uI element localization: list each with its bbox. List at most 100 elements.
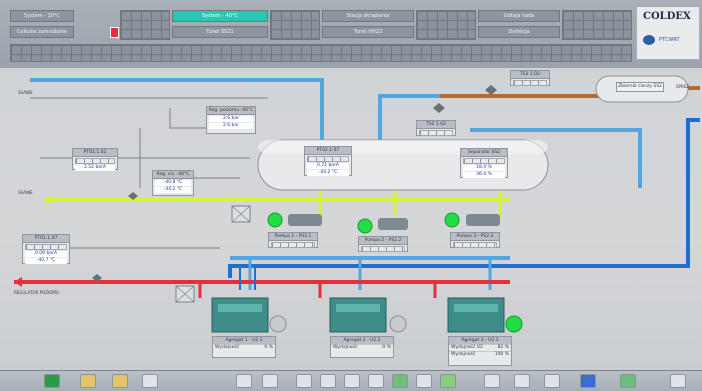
label-ssanie-top: SSANIE bbox=[18, 90, 33, 95]
red-pipe-arrow bbox=[14, 277, 22, 287]
brand-logo: COLDEX PTCWRT bbox=[636, 6, 700, 60]
aggregate-panel-2[interactable]: Agregat 2 - U2.2 Wydajność 0 % bbox=[330, 336, 394, 358]
header-grid-1 bbox=[120, 10, 170, 40]
panel-title: Zbiornik cieczy SS2 bbox=[618, 84, 662, 89]
trend-icon[interactable] bbox=[514, 374, 530, 388]
pump-label: Pompa 3 - PS2.3 bbox=[451, 233, 499, 241]
pump-panel-3[interactable]: Pompa 3 - PS2.3 bbox=[450, 232, 500, 248]
camera-icon[interactable] bbox=[544, 374, 560, 388]
aggregate-panel-1[interactable]: Agregat 1 - U2.1 Wydajność 0 % bbox=[212, 336, 276, 358]
panel-ts2b[interactable]: TS2 1.02 bbox=[510, 70, 550, 86]
valve-icons bbox=[92, 85, 497, 282]
aggregate-label: Agregat 2 - U2.2 bbox=[331, 337, 393, 344]
alarm-bell-icon[interactable] bbox=[620, 374, 636, 388]
folder-icon[interactable] bbox=[80, 374, 96, 388]
panel-grid bbox=[463, 158, 505, 164]
panel-grid bbox=[513, 80, 547, 86]
row-value: 0 % bbox=[382, 345, 391, 350]
nav-station[interactable]: Stacja skraplania bbox=[322, 10, 414, 22]
panel-pt02b[interactable]: PT02.1.07 0.71 barA -44.2 °C bbox=[304, 146, 352, 176]
panel-value-1: 18.4 % bbox=[463, 165, 505, 171]
row-value: 0 % bbox=[264, 345, 273, 350]
play-icon[interactable] bbox=[44, 374, 60, 388]
pump-label: Pompa 2 - PS2.2 bbox=[359, 237, 407, 245]
row-label: Wydajność bbox=[451, 352, 476, 357]
settings-icon[interactable] bbox=[262, 374, 278, 388]
nav-cold-store[interactable]: Cellules zamražalne bbox=[10, 26, 74, 38]
panel-title: TS2 1.02 bbox=[417, 121, 455, 129]
document-icon[interactable] bbox=[142, 374, 158, 388]
blue-pipe-top bbox=[30, 78, 324, 148]
yellow-pipe-pump-feed bbox=[318, 200, 397, 216]
panel-value-1: 0.71 barA bbox=[307, 163, 349, 169]
panel-grid bbox=[307, 156, 349, 162]
label-sprez: SPREZ bbox=[676, 84, 689, 89]
arrow-left-icon[interactable] bbox=[344, 374, 360, 388]
nav-tunnel-2[interactable]: Tunel HH22 bbox=[322, 26, 414, 38]
print-icon[interactable] bbox=[416, 374, 432, 388]
row-value: 82 % bbox=[497, 345, 509, 350]
panel-value-2: -44.2 °C bbox=[155, 187, 191, 193]
panel-grid bbox=[419, 130, 453, 136]
aggregate-label: Agregat 1 - U2.1 bbox=[213, 337, 275, 344]
pump-label: Pompa 1 - PS2.1 bbox=[269, 233, 317, 241]
header-grid-3 bbox=[416, 10, 476, 40]
refresh-icon[interactable] bbox=[392, 374, 408, 388]
panel-pt02[interactable]: PT02.1.02 2.52 barA bbox=[72, 148, 118, 171]
yellow-pipe-arrow bbox=[44, 195, 52, 205]
panel-grid bbox=[25, 244, 67, 250]
panel-reg-poziomu[interactable]: Reg. poziomu -40°C 2.6 bar 2.6 bar bbox=[206, 106, 256, 134]
panel-ts2[interactable]: TS2 1.02 bbox=[416, 120, 456, 136]
panel-grid bbox=[271, 242, 315, 248]
aggregate-row: Wydajność 0 % bbox=[331, 344, 393, 351]
panel-value-1: 2.52 barA bbox=[75, 165, 115, 171]
info-icon[interactable] bbox=[580, 374, 596, 388]
brand-emblem-icon bbox=[643, 35, 655, 45]
panel-title: Separator SS2 bbox=[461, 149, 507, 157]
panel-separator[interactable]: Separator SS2 18.4 % 36.4 % bbox=[460, 148, 508, 178]
exit-icon[interactable] bbox=[670, 374, 686, 388]
pump-panel-2[interactable]: Pompa 2 - PS2.2 bbox=[358, 236, 408, 252]
nav-tunnel[interactable]: Tunel SS21 bbox=[172, 26, 268, 38]
nav-defrost[interactable]: Odtaja nada bbox=[478, 10, 560, 22]
process-diagram: SSANIE SSANIE SPREZ REGULATOR POZIOMU Re… bbox=[0, 68, 702, 370]
row-value: 100 % bbox=[494, 352, 509, 357]
row-label: Wydajność bbox=[333, 345, 358, 350]
aggregate-label: Agregat 3 - U2.3 bbox=[449, 337, 511, 344]
dark-blue-drops bbox=[239, 268, 256, 290]
arrow-right-icon[interactable] bbox=[368, 374, 384, 388]
home-icon[interactable] bbox=[236, 374, 252, 388]
pump-group bbox=[267, 212, 500, 234]
back-icon[interactable] bbox=[440, 374, 456, 388]
folder-open-icon[interactable] bbox=[112, 374, 128, 388]
panel-value-2: 36.4 % bbox=[463, 172, 505, 178]
arrow-down-icon[interactable] bbox=[320, 374, 336, 388]
pump-panel-1[interactable]: Pompa 1 - PS2.1 bbox=[268, 232, 318, 248]
panel-title: TS2 1.02 bbox=[511, 71, 549, 79]
panel-value-1: 0.09 barA bbox=[25, 251, 67, 257]
panel-reg-cis[interactable]: Reg. cis. -40°C -40.8 °C -44.2 °C bbox=[152, 170, 194, 196]
nav-system-2[interactable]: System - 40°C bbox=[172, 10, 268, 22]
compressor-group bbox=[211, 297, 523, 333]
panel-title: Reg. poziomu -40°C bbox=[207, 107, 255, 115]
label-regulator: REGULATOR POZIOMU bbox=[14, 290, 59, 295]
panel-value-1: 2.6 bar bbox=[209, 116, 253, 122]
aggregate-row: Wydajność 100 % bbox=[449, 351, 511, 358]
bottom-toolbar bbox=[0, 370, 702, 391]
panel-title: PT02.1.02 bbox=[73, 149, 117, 157]
panel-pt01[interactable]: PT01.1.07 0.09 barA -40.7 °C bbox=[22, 234, 70, 264]
alarm-indicator[interactable] bbox=[110, 27, 119, 38]
chart-icon[interactable] bbox=[484, 374, 500, 388]
nav-system-1[interactable]: System - 10°C bbox=[10, 10, 74, 22]
red-pipe-drops bbox=[198, 282, 437, 298]
panel-tank[interactable]: Zbiornik cieczy SS2 bbox=[616, 82, 664, 92]
aggregate-row: Wydajność 0 % bbox=[213, 344, 275, 351]
panel-value-2: -44.2 °C bbox=[307, 170, 349, 176]
panel-title: PT02.1.07 bbox=[305, 147, 351, 155]
blue-pipe-right bbox=[470, 128, 642, 146]
row-label: Wydajność bbox=[215, 345, 240, 350]
arrow-up-icon[interactable] bbox=[296, 374, 312, 388]
nav-defrost-2[interactable]: Defrécja bbox=[478, 26, 560, 38]
